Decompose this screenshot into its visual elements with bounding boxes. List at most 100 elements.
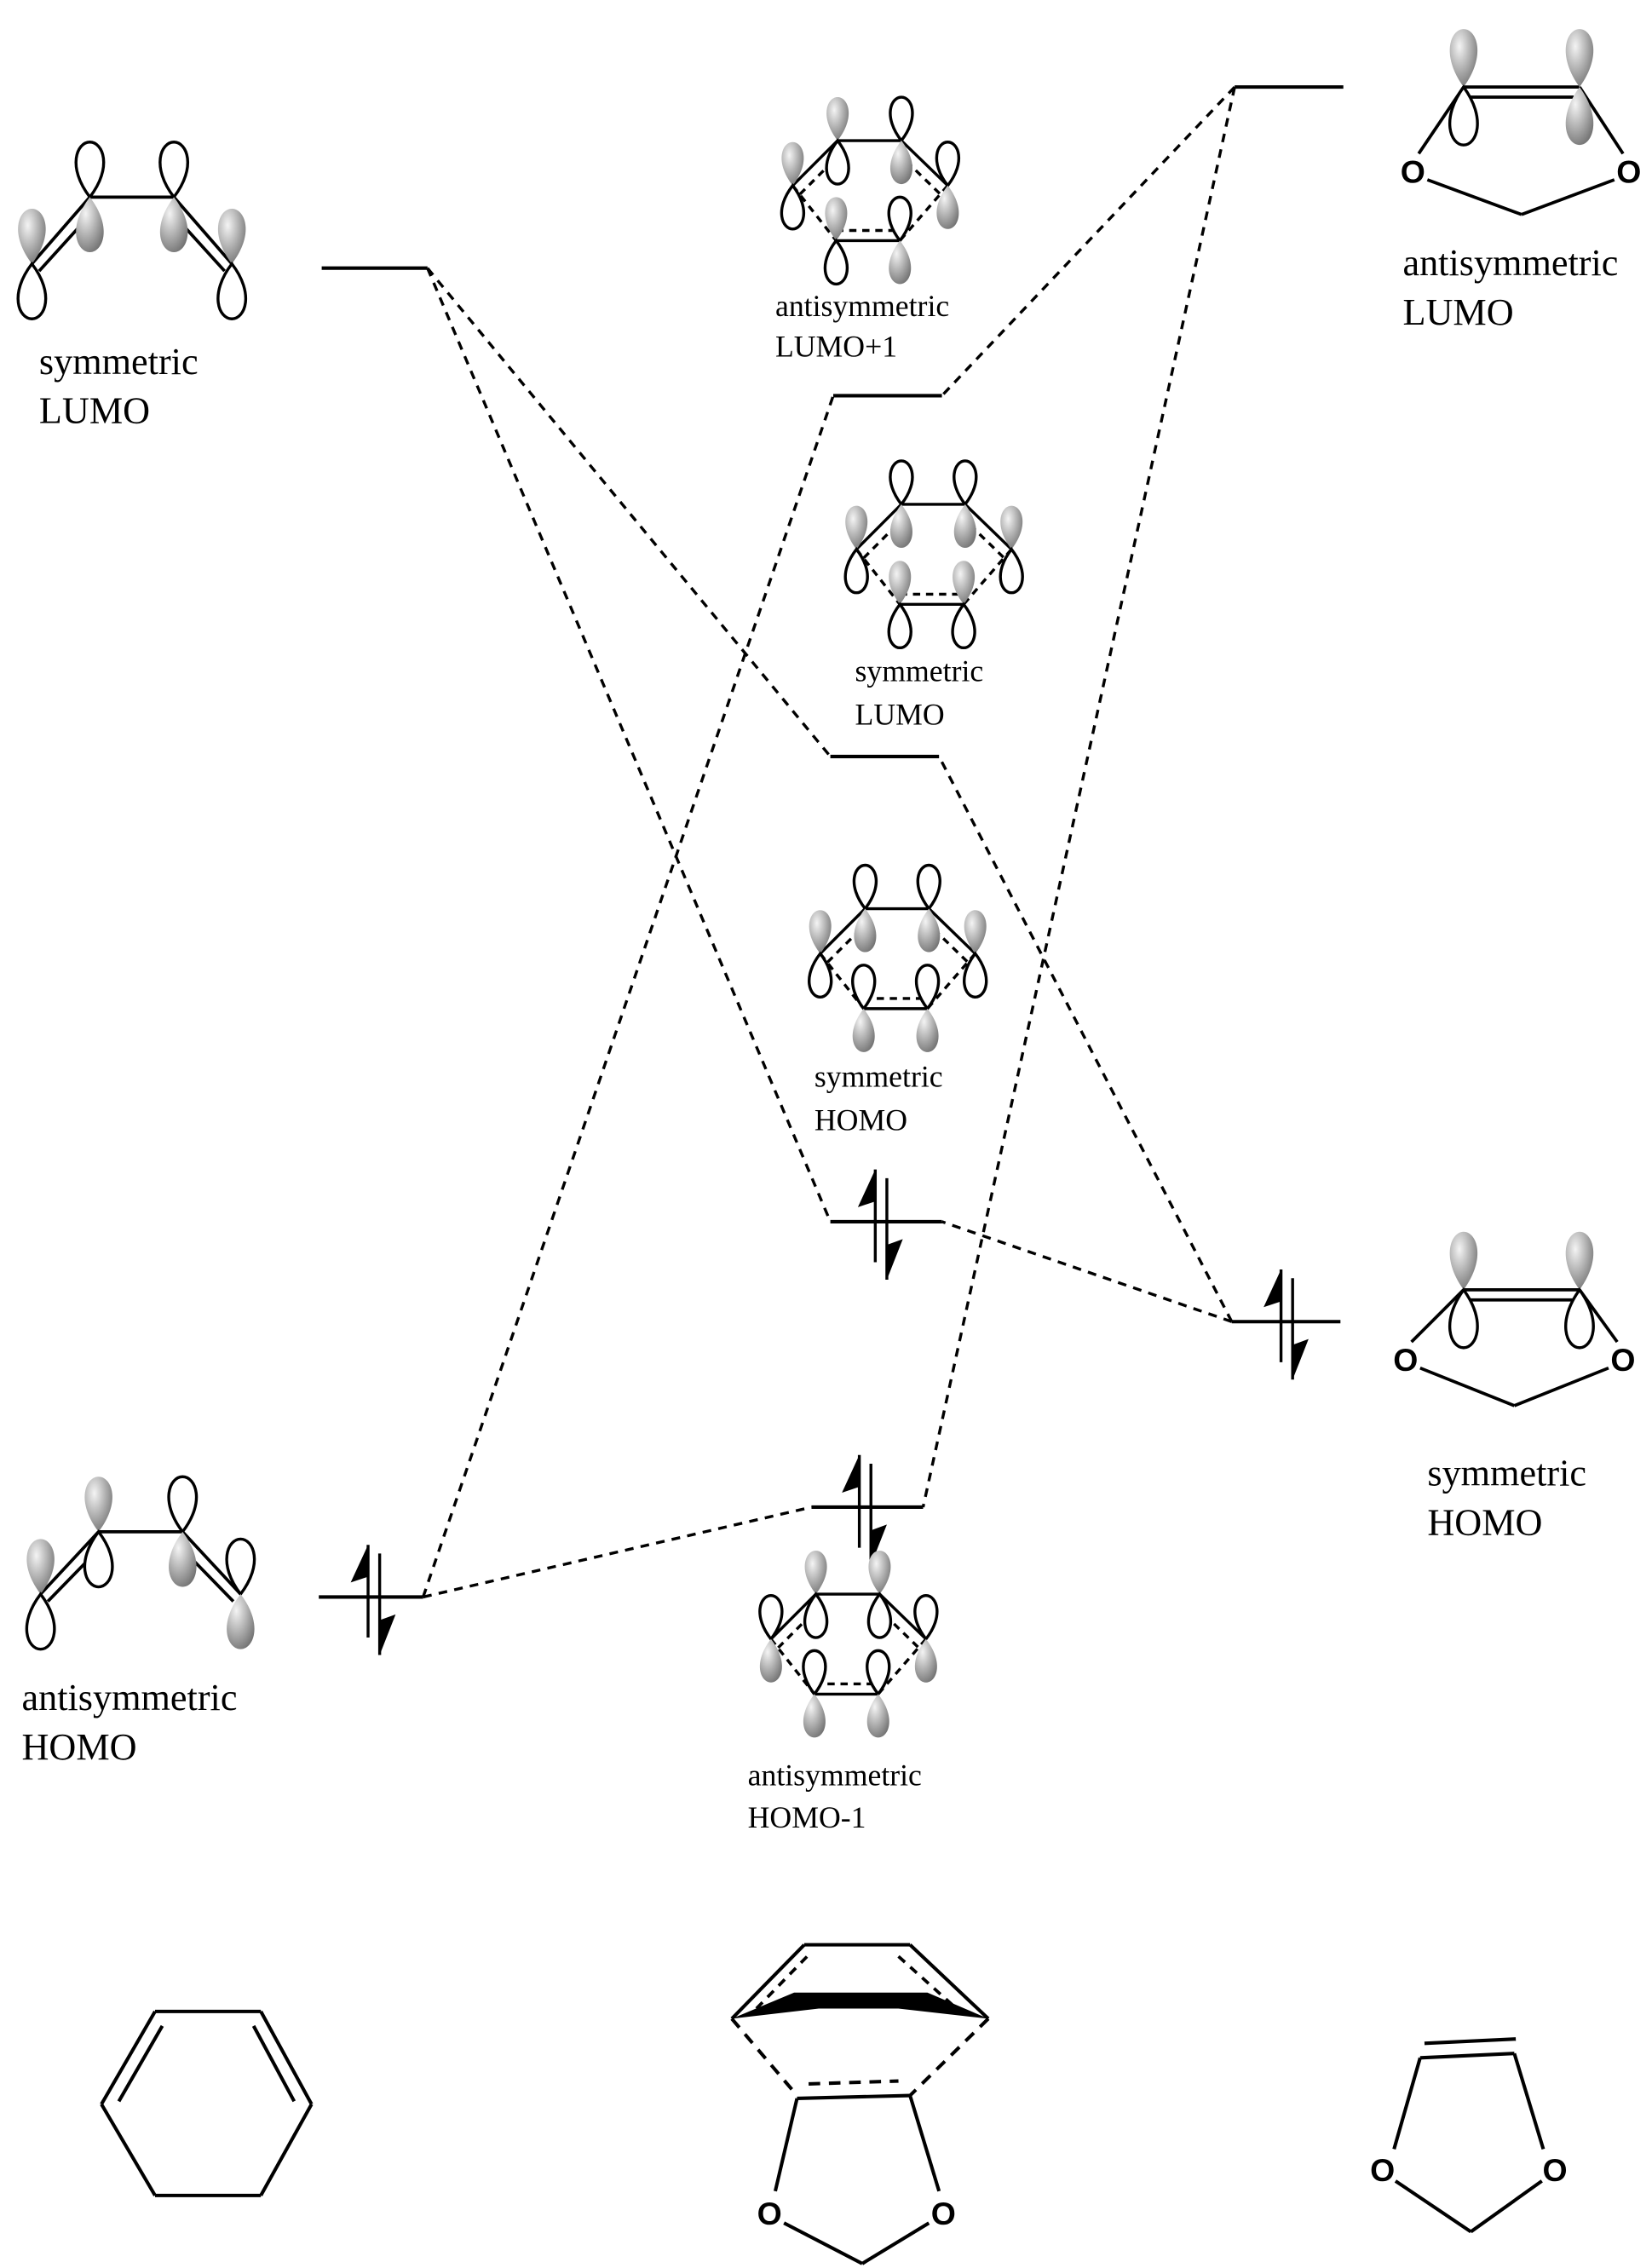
open-p-orbital-lobe [843,546,869,595]
shaded-p-orbital-lobe [804,1551,827,1595]
shaded-p-orbital-lobe [953,504,976,548]
oxygen-label: O [1393,1342,1418,1378]
bond [797,2093,911,2100]
cyclohexadiene-double-bond [117,2024,164,2103]
left-lumo-label-symmetry: symmetric [39,341,199,383]
shaded-p-orbital-lobe [1565,29,1594,88]
bond [861,2221,930,2265]
open-p-orbital-lobe [999,546,1024,595]
open-p-orbital-lobe [889,95,914,143]
bond [769,1592,817,1640]
shaded-p-orbital-lobe [916,1008,939,1052]
partial-bond [823,918,871,967]
shaded-p-orbital-lobe [809,910,832,954]
open-p-orbital-lobe [758,1594,784,1642]
bond [783,2221,863,2265]
open-p-orbital-lobe [802,1649,827,1697]
correlation-line [941,1220,1233,1323]
partial-bond [755,1954,809,2010]
shaded-p-orbital-lobe [826,97,849,141]
center-homo1-label-symmetry: antisymmetric [748,1759,922,1793]
open-p-orbital-lobe [935,141,961,188]
bond [1470,2179,1543,2234]
shaded-p-orbital-lobe [854,908,877,953]
bond [1513,1366,1609,1407]
open-p-orbital-lobe [803,1592,829,1639]
bond [855,503,903,550]
shaded-p-orbital-lobe [866,1694,889,1738]
wedge-bond [731,1992,988,2019]
shaded-p-orbital-lobe [964,910,987,954]
open-p-orbital-lobe [1448,1287,1479,1350]
shaded-p-orbital-lobe [845,505,868,550]
shaded-p-orbital-lobe [889,504,912,548]
orbital-drawings [16,29,1625,1738]
partial-bond [874,1604,923,1652]
bond [1512,2052,1546,2150]
open-p-orbital-lobe [953,459,978,507]
bond [1521,178,1615,216]
right-homo-label-symmetry: symmetric [1427,1452,1586,1494]
shaded-p-orbital-lobe [1449,1231,1478,1290]
shaded-p-orbital-lobe [889,240,912,285]
oxygen-label: O [757,2196,782,2231]
bond [791,139,839,187]
cyclohexadiene-bond [259,2010,314,2105]
bond [1410,1288,1465,1344]
open-p-orbital-lobe [83,1529,114,1589]
bond [172,196,233,265]
shaded-p-orbital-lobe [936,185,959,229]
open-p-orbital-lobe [823,238,849,286]
open-p-orbital-lobe [851,964,877,1011]
open-p-orbital-lobe [25,1592,56,1651]
partial-bond [796,151,843,199]
shaded-p-orbital-lobe [868,1551,891,1595]
oxygen-label: O [1616,153,1641,189]
shaded-p-orbital-lobe [889,141,912,185]
left-homo-label-symmetry: antisymmetric [22,1677,238,1718]
cyclohexadiene-bond [100,2103,157,2196]
oxygen-label: O [1610,1342,1635,1378]
oxygen-label: O [1542,2152,1567,2188]
center-lumo1-label-symmetry: antisymmetric [775,289,949,323]
arrowhead-icon [842,1454,860,1493]
bond [31,196,91,265]
bond [1392,2057,1422,2150]
bond [39,1530,101,1596]
shaded-p-orbital-lobe [918,908,941,953]
bond [908,2094,941,2192]
bond [773,2098,799,2192]
arrowhead-icon [350,1545,369,1583]
shaded-p-orbital-lobe [852,1008,875,1052]
right-homo-label-name: HOMO [1427,1501,1542,1543]
shaded-p-orbital-lobe [1000,505,1023,550]
shaded-p-orbital-lobe [169,1531,197,1587]
partial-bond [959,515,1009,562]
cyclohexadiene-bond [259,2103,314,2196]
shaded-p-orbital-lobe [227,1594,255,1649]
shaded-p-orbital-lobe [217,208,246,264]
open-p-orbital-lobe [1564,1287,1595,1350]
partial-bond [897,1954,958,2010]
open-p-orbital-lobe [780,182,806,231]
oxygen-label: O [1401,153,1425,189]
correlation-line [426,268,832,1223]
shaded-p-orbital-lobe [825,197,848,241]
arrowhead-icon [1292,1338,1309,1380]
center-lumo-label-name: LUMO [855,698,945,732]
shaded-p-orbital-lobe [759,1638,782,1683]
bond [1419,2052,1515,2060]
bond [181,1530,242,1596]
forming-bond [908,2017,990,2097]
dioxole-double-bond [1424,2037,1517,2046]
bond [1578,86,1625,155]
bond [730,1943,806,2020]
correlation-line [921,86,1236,1508]
shaded-p-orbital-lobe [1565,87,1594,146]
forming-bond [730,2018,799,2097]
bond [928,907,976,955]
center-lumo-label-symmetry: symmetric [855,653,984,688]
open-p-orbital-lobe [167,1475,199,1534]
